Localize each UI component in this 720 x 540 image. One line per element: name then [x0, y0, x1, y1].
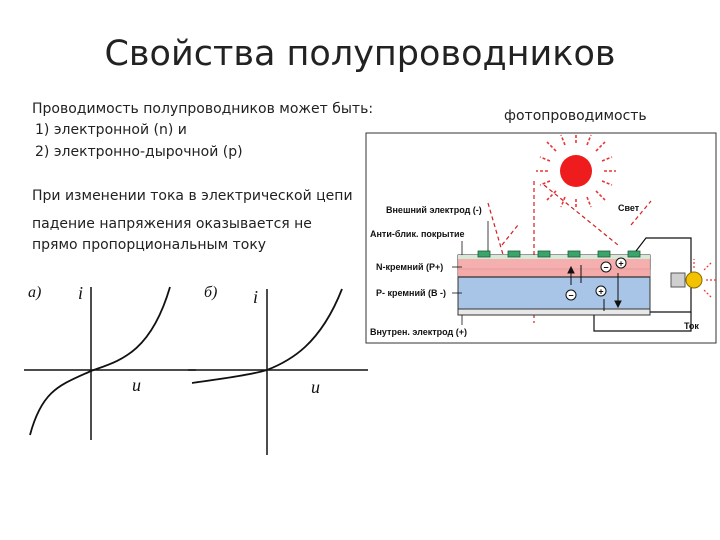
light-rays: [487, 181, 652, 323]
n-silicon-label: N-кремний (P+): [376, 262, 443, 272]
graph-b-y-label: i: [253, 287, 258, 307]
conductivity-type-1: 1) электронной (n) и: [35, 122, 187, 138]
inner-electrode-plate: [457, 308, 651, 316]
electron-symbol-1: −: [603, 263, 608, 273]
iv-graph-b: б) i u: [188, 284, 368, 455]
photoconductivity-heading: фотопроводимость: [504, 108, 647, 124]
p-layer: [457, 276, 651, 310]
slide-title: Свойства полупроводников: [104, 34, 616, 74]
lamp-icon: [670, 259, 716, 299]
top-contacts: [477, 250, 641, 258]
conductivity-intro: Проводимость полупроводников может быть:: [32, 101, 374, 117]
iv-graph-a: а) i u: [24, 283, 196, 440]
graph-b-x-label: u: [311, 377, 320, 397]
voltage-drop-text-1: падение напряжения оказывается не: [32, 216, 312, 232]
inner-electrode-label: Внутрен. электрод (+): [370, 327, 467, 337]
anti-glare-top: [458, 255, 650, 259]
circuit-wires: [593, 237, 692, 332]
graph-a-curve: [29, 286, 171, 436]
graph-a-y-label: i: [78, 283, 83, 303]
outer-electrode-label: Внешний электрод (-): [386, 205, 482, 215]
diagram-frame: [365, 132, 717, 344]
graph-b-curve: [191, 288, 343, 384]
iv-graphs: а) i u б) i u: [24, 283, 368, 455]
conductivity-type-2: 2) электронно-дырочной (р): [35, 144, 243, 160]
graph-b-label: б): [204, 284, 217, 301]
hole-symbol-1: +: [618, 259, 623, 269]
graph-a-label: а): [28, 284, 41, 301]
voltage-drop-text-2: прямо пропорциональным току: [32, 237, 267, 253]
carrier-arrows: [567, 265, 622, 311]
sun-icon: [536, 133, 616, 209]
current-change-text: При изменении тока в электрической цепи: [32, 188, 353, 204]
hole-symbol-2: +: [598, 287, 603, 297]
p-silicon-label: P- кремний (B -): [376, 288, 446, 298]
graph-a-x-label: u: [132, 375, 141, 395]
electron-symbol-2: −: [568, 291, 573, 301]
charge-carriers: − + − +: [565, 257, 627, 301]
light-label: Свет: [618, 203, 640, 213]
label-pointers: [452, 221, 489, 325]
solar-cell-diagram: − + − + Вн: [365, 132, 717, 344]
current-label: Ток: [684, 321, 699, 331]
anti-glare-label: Анти-блик. покрытие: [370, 229, 465, 239]
